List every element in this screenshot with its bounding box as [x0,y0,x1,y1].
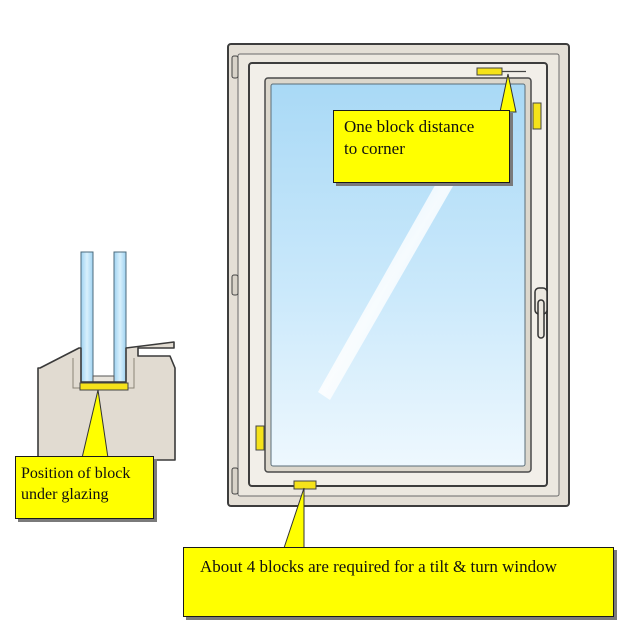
glazing-block-section-icon [79,382,129,391]
callout-corner-line1: One block distance [344,117,475,136]
callout-tilt-text: About 4 blocks are required for a tilt &… [200,557,557,576]
glazing-block-top-icon [476,67,503,76]
callout-block-position: Position of block under glazing [15,456,154,519]
glazing-block-right-icon [532,102,542,130]
window-handle-icon [534,287,548,339]
glass-pane-right [113,251,127,391]
hinge-top-icon [231,55,239,79]
glass-pane-left [80,251,94,391]
hinge-bottom-icon [231,467,239,495]
callout-corner-line2: to corner [344,139,405,159]
glazing-block-left-icon [255,425,265,451]
callout-glazing-line1: Position of block [21,465,131,482]
glass-reflection [318,150,468,400]
hinge-middle-icon [231,274,239,296]
callout-glazing-line2: under glazing [21,486,109,504]
frame-profile [37,341,176,461]
callout-corner-distance: One block distance to corner [333,110,510,183]
callout-tilt-turn-count: About 4 blocks are required for a tilt &… [183,547,614,617]
glazing-block-bottom-icon [293,480,317,490]
glazing-cross-section [37,251,176,461]
